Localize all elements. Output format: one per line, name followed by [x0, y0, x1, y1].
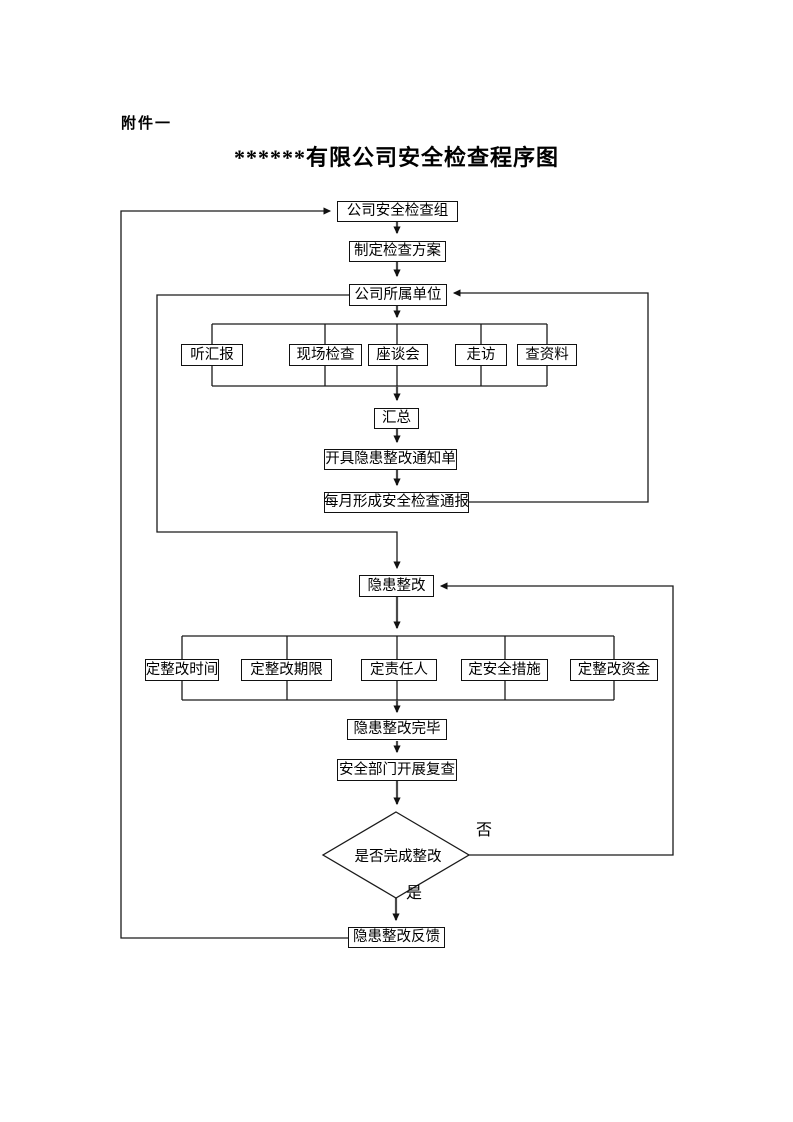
- edge-feedback-to-group: [120, 207, 348, 939]
- node-summarize: 汇总: [374, 408, 419, 429]
- node-subordinate-units: 公司所属单位: [349, 284, 447, 306]
- decision-yes-label: 是: [406, 885, 423, 902]
- decision-diamond: [321, 811, 471, 899]
- edge-bulletin-to-units: [452, 289, 649, 503]
- node-rectification-complete: 隐患整改完毕: [347, 719, 447, 740]
- decision-no-label: 否: [476, 822, 493, 839]
- node-symposium: 座谈会: [368, 344, 428, 366]
- node-listen-reports: 听汇报: [181, 344, 243, 366]
- node-make-plan: 制定检查方案: [349, 241, 446, 262]
- attachment-label: 附件一: [121, 116, 173, 132]
- page-title: ******有限公司安全检查程序图: [233, 145, 559, 170]
- node-safety-dept-recheck: 安全部门开展复查: [337, 759, 457, 781]
- node-monthly-bulletin: 每月形成安全检查通报: [324, 492, 469, 513]
- node-visits: 走访: [455, 344, 507, 366]
- node-site-inspection: 现场检查: [289, 344, 362, 366]
- node-set-deadline: 定整改期限: [241, 659, 332, 681]
- node-decision-complete: 是否完成整改: [354, 848, 442, 865]
- node-rectification: 隐患整改: [359, 575, 434, 597]
- spine-arrows: [392, 222, 401, 922]
- node-inspection-group: 公司安全检查组: [337, 201, 458, 222]
- node-set-funds: 定整改资金: [570, 659, 658, 681]
- node-set-time: 定整改时间: [145, 659, 219, 681]
- node-set-measures: 定安全措施: [461, 659, 548, 681]
- loop-lines: [120, 207, 674, 939]
- node-issue-notice: 开具隐患整改通知单: [324, 449, 457, 470]
- node-set-person: 定责任人: [361, 659, 437, 681]
- edge-units-to-rectification: [156, 294, 401, 570]
- node-review-documents: 查资料: [517, 344, 577, 366]
- edge-decision-no-to-rectification: [439, 582, 674, 856]
- node-feedback: 隐患整改反馈: [348, 927, 445, 948]
